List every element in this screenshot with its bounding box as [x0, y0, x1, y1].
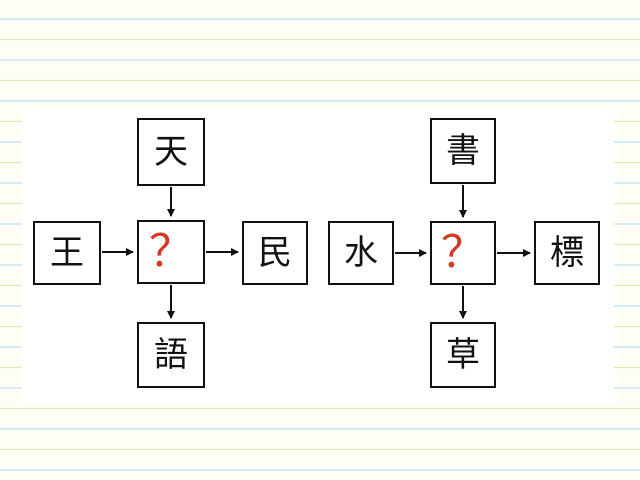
left-kanji-box: 水 — [328, 221, 394, 285]
left-kanji-box: 王 — [33, 221, 101, 285]
bottom-kanji-box: 草 — [430, 322, 496, 388]
question-mark-box: ？ — [137, 220, 205, 284]
question-mark-box: ？ — [430, 221, 496, 285]
top-kanji-box: 書 — [430, 118, 496, 184]
bottom-kanji-box: 語 — [137, 322, 205, 388]
right-kanji-box: 標 — [534, 221, 600, 285]
right-kanji-box: 民 — [242, 221, 308, 285]
puzzle-panel — [22, 108, 614, 404]
top-kanji-box: 天 — [137, 118, 205, 186]
